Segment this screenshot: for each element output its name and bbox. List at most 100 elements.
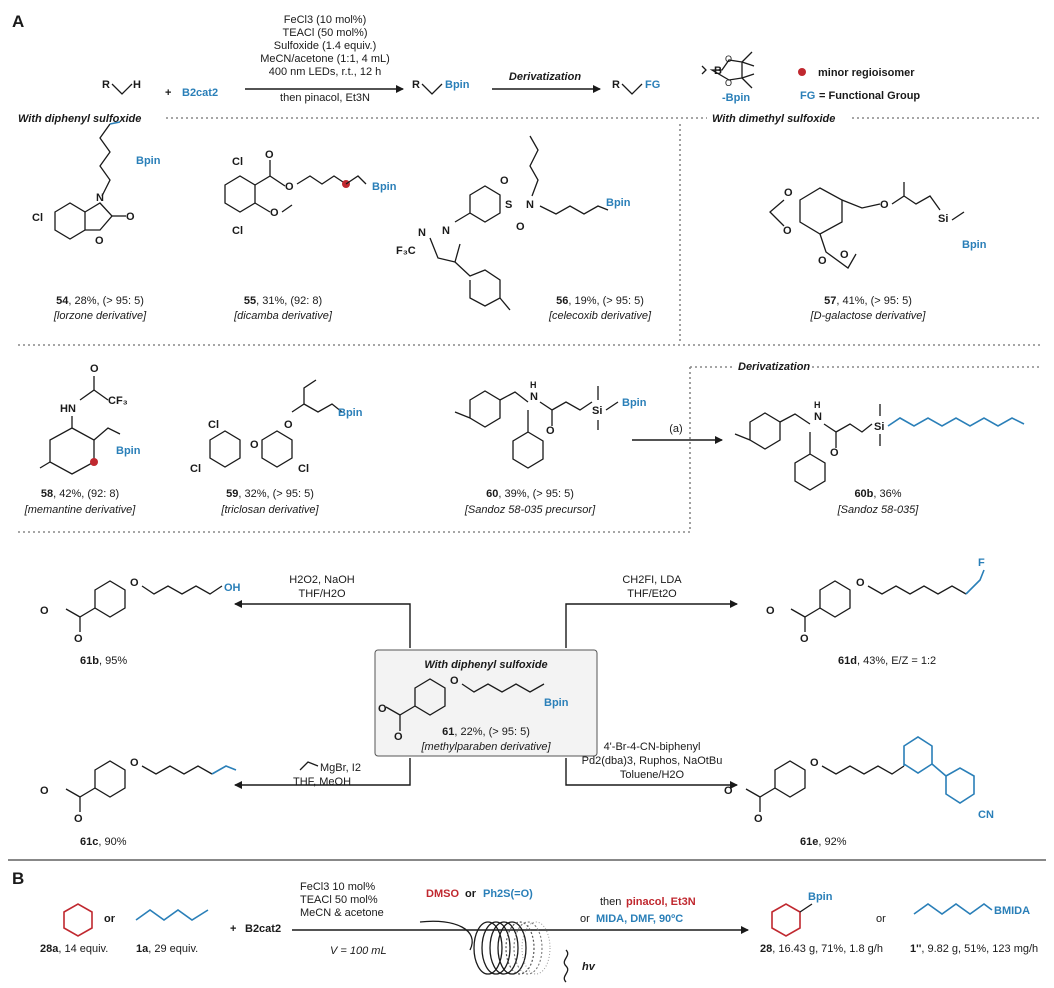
sulfoxide-choice: DMSO or Ph2S(=O) — [426, 888, 533, 900]
svg-text:H: H — [133, 79, 141, 91]
center-title: With diphenyl sulfoxide — [424, 659, 547, 671]
svg-text:N: N — [96, 192, 104, 204]
bpin-structure: B O O — [701, 51, 755, 89]
compound-54-caption: 54, 28%, (> 95: 5) [lorzone derivative] — [53, 295, 147, 322]
svg-text:54, 28%, (> 95: 5): 54, 28%, (> 95: 5) — [56, 295, 144, 307]
compound-57-caption: 57, 41%, (> 95: 5) [D-galactose derivati… — [810, 295, 927, 322]
section-derivatization: Derivatization — [738, 361, 810, 373]
svg-text:O: O — [74, 813, 83, 825]
svg-text:N: N — [814, 411, 822, 423]
svg-text:or: or — [465, 888, 477, 900]
svg-text:N: N — [442, 225, 450, 237]
svg-text:O: O — [394, 731, 403, 743]
svg-text:FG: FG — [800, 90, 815, 102]
compound-61e-caption: 61e, 92% — [800, 836, 847, 848]
compound-61-structure: O O O Bpin — [378, 675, 569, 743]
svg-text:55, 31%, (92: 8): 55, 31%, (92: 8) — [244, 295, 322, 307]
svg-text:F: F — [978, 557, 985, 569]
product-1-caption: 1'', 9.82 g, 51%, 123 mg/h — [910, 943, 1038, 955]
panel-b-label: B — [12, 869, 24, 888]
svg-text:Cl: Cl — [298, 463, 309, 475]
svg-text:Bpin: Bpin — [544, 697, 569, 709]
center-box — [374, 649, 598, 757]
svg-text:N: N — [530, 391, 538, 403]
compound-58-structure: HN O CF₃ Bpin — [39, 363, 141, 475]
compound-61-caption: 61, 22%, (> 95: 5) [methylparaben deriva… — [420, 726, 551, 753]
svg-text:Cl: Cl — [32, 212, 43, 224]
svg-text:Bpin: Bpin — [622, 397, 647, 409]
compound-55-structure: Cl Cl O O Bpin O — [224, 149, 397, 237]
svg-text:O: O — [830, 447, 839, 459]
svg-text:Bpin: Bpin — [136, 155, 161, 167]
svg-text:O: O — [130, 757, 139, 769]
svg-text:BMIDA: BMIDA — [994, 905, 1030, 917]
bpin-label: -Bpin — [722, 92, 750, 104]
svg-text:R: R — [102, 79, 110, 91]
derivatization-arrow-label: Derivatization — [509, 71, 581, 83]
svg-text:Bpin: Bpin — [808, 891, 833, 903]
svg-text:[lorzone derivative]: [lorzone derivative] — [53, 310, 147, 322]
compound-61c-structure: O O O — [40, 757, 237, 825]
compound-57-structure: O O O Si Bpin O O — [769, 182, 987, 269]
svg-text:or: or — [580, 913, 590, 925]
svg-text:= Functional Group: = Functional Group — [819, 90, 920, 102]
cond-61e-1: 4'-Br-4-CN-biphenyl — [604, 741, 701, 753]
cond-61d-1: CH2FI, LDA — [622, 574, 682, 586]
svg-text:O: O — [270, 207, 279, 219]
svg-text:O: O — [450, 675, 459, 687]
b2cat2-label: B2cat2 — [182, 87, 218, 99]
flow-coil-icon — [419, 920, 551, 975]
or-label-3: or — [876, 913, 886, 925]
svg-text:FeCl3 10 mol%: FeCl3 10 mol% — [300, 881, 375, 893]
svg-text:O: O — [130, 577, 139, 589]
compound-61d-structure: O O O F — [766, 557, 985, 645]
svg-text:61d, 43%, E/Z = 1:2: 61d, 43%, E/Z = 1:2 — [838, 655, 936, 667]
compound-59-structure: Cl Cl O O Bpin Cl — [190, 379, 363, 475]
svg-text:61e, 92%: 61e, 92% — [800, 836, 847, 848]
svg-text:H: H — [530, 380, 537, 390]
svg-text:B: B — [714, 65, 722, 77]
svg-text:O: O — [766, 605, 775, 617]
svg-text:R: R — [612, 79, 620, 91]
svg-text:CF₃: CF₃ — [108, 395, 128, 407]
section-dimethyl: With dimethyl sulfoxide — [712, 113, 835, 125]
or-label-1: or — [104, 913, 116, 925]
cond-61c: MgBr, I2 THF, MeOH — [293, 761, 361, 788]
svg-text:O: O — [784, 187, 793, 199]
svg-text:[Sandoz 58-035 precursor]: [Sandoz 58-035 precursor] — [464, 504, 596, 516]
product-r-fg: R FG — [612, 79, 660, 95]
svg-text:59, 32%, (> 95: 5): 59, 32%, (> 95: 5) — [226, 488, 314, 500]
svg-text:Bpin: Bpin — [606, 197, 631, 209]
svg-text:O: O — [516, 221, 525, 233]
reactant-r-h: R H — [102, 79, 141, 95]
volume-label: V = 100 mL — [330, 945, 387, 957]
svg-text:Bpin: Bpin — [372, 181, 397, 193]
product-28-caption: 28, 16.43 g, 71%, 1.8 g/h — [760, 943, 883, 955]
svg-text:Si: Si — [874, 421, 884, 433]
svg-text:TEACl (50 mol%): TEACl (50 mol%) — [283, 27, 368, 39]
svg-text:Bpin: Bpin — [338, 407, 363, 419]
svg-text:O: O — [546, 425, 555, 437]
compound-60-caption: 60, 39%, (> 95: 5) [Sandoz 58-035 precur… — [464, 488, 596, 516]
svg-text:S: S — [505, 199, 512, 211]
svg-text:O: O — [500, 175, 509, 187]
svg-text:N: N — [418, 227, 426, 239]
svg-text:[celecoxib derivative]: [celecoxib derivative] — [548, 310, 652, 322]
legend-fg: FG = Functional Group — [800, 90, 920, 102]
cond-61d-2: THF/Et2O — [627, 588, 677, 600]
hv-label: hv — [582, 961, 596, 973]
svg-text:Si: Si — [592, 405, 602, 417]
compound-61b-structure: O O O OH — [40, 577, 241, 645]
svg-text:O: O — [725, 78, 732, 88]
svg-text:61, 22%, (> 95: 5): 61, 22%, (> 95: 5) — [442, 726, 530, 738]
svg-text:CN: CN — [978, 809, 994, 821]
reactant-1a-structure — [135, 909, 209, 921]
compound-61c-caption: 61c, 90% — [80, 836, 127, 848]
svg-text:60, 39%, (> 95: 5): 60, 39%, (> 95: 5) — [486, 488, 574, 500]
svg-text:MeCN & acetone: MeCN & acetone — [300, 907, 384, 919]
svg-text:O: O — [783, 225, 792, 237]
svg-text:OH: OH — [224, 582, 241, 594]
svg-text:56, 19%, (> 95: 5): 56, 19%, (> 95: 5) — [556, 295, 644, 307]
svg-text:O: O — [40, 605, 49, 617]
compound-61e-structure: O O O CN — [724, 736, 994, 825]
